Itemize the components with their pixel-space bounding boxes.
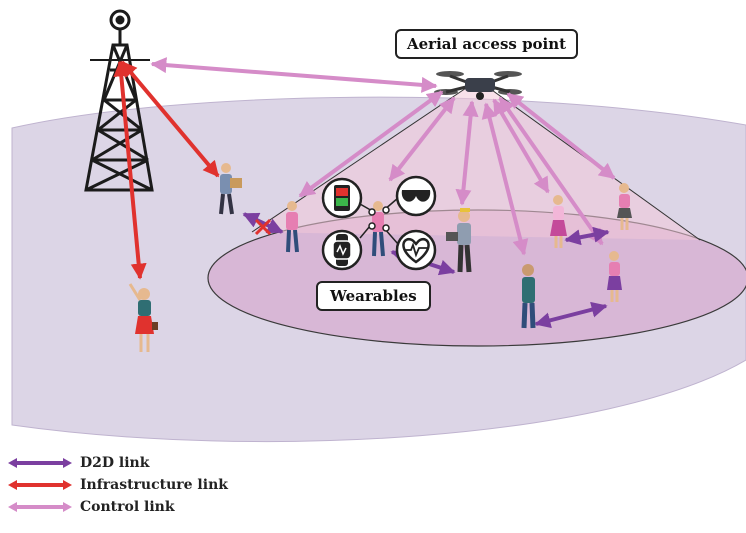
person-woman-right bbox=[617, 183, 632, 230]
infrastructure-arrow-icon bbox=[8, 480, 72, 490]
person-phone bbox=[286, 201, 299, 253]
legend-d2d: D2D link bbox=[8, 455, 149, 471]
control-arrow-icon bbox=[8, 502, 72, 512]
wearables-label: Wearables bbox=[316, 281, 431, 311]
aerial-access-point-label: Aerial access point bbox=[395, 29, 579, 59]
legend-infrastructure-label: Infrastructure link bbox=[80, 477, 228, 493]
person-standing-center bbox=[521, 264, 536, 329]
infrastructure-links bbox=[113, 60, 220, 280]
person-woman-red bbox=[128, 283, 158, 352]
person-laptop bbox=[446, 208, 472, 273]
d2d-arrow-icon bbox=[8, 458, 72, 468]
person-woman-pink bbox=[550, 195, 567, 248]
legend-control: Control link bbox=[8, 499, 175, 515]
blocked-link-icon bbox=[254, 218, 272, 236]
wearable-connectors bbox=[359, 197, 399, 245]
legend-control-label: Control link bbox=[80, 499, 175, 515]
control-links bbox=[150, 57, 616, 256]
legend-infrastructure: Infrastructure link bbox=[8, 477, 228, 493]
drone-icon bbox=[434, 71, 522, 100]
person-woman-purple bbox=[607, 251, 622, 302]
smartwatch-icon bbox=[321, 229, 363, 271]
heart-monitor-icon bbox=[395, 229, 437, 271]
smart-glasses-icon bbox=[395, 175, 437, 217]
smartphone-icon bbox=[321, 177, 363, 219]
person-delivery bbox=[219, 163, 242, 215]
legend-d2d-label: D2D link bbox=[80, 455, 150, 471]
